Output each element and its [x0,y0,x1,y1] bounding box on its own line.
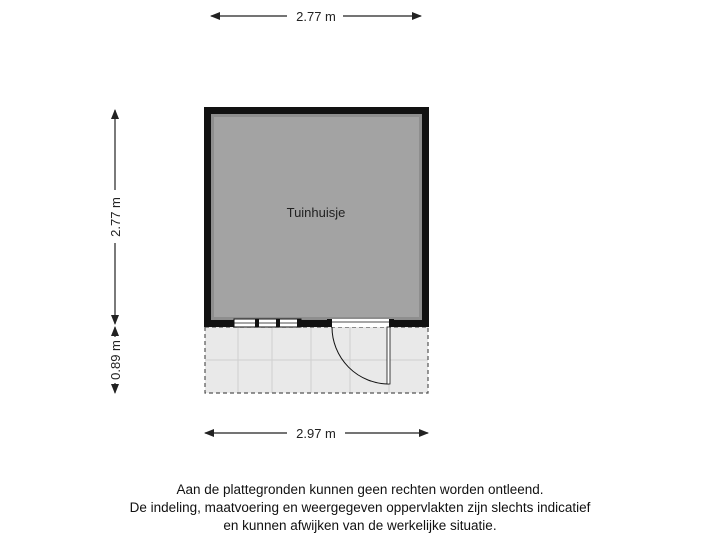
terrace [204,326,429,394]
dimension-left-room-label: 2.77 m [108,197,123,237]
room-tuinhuisje: Tuinhuisje [204,107,429,327]
room-floor [214,117,419,317]
terrace-outline [204,326,429,394]
door-jamb-right [389,319,394,327]
door-opening [327,319,391,327]
dimension-top-label: 2.77 m [296,9,336,24]
dimension-bottom: 2.97 m [204,426,429,441]
door-leaf [386,326,391,385]
window [233,318,302,328]
window-mullion-3 [297,319,301,327]
dimension-bottom-label: 2.97 m [296,426,336,441]
window-mullion-1 [255,319,259,327]
door-swing-arc [331,326,390,385]
door [327,319,394,385]
disclaimer: Aan de plattegronden kunnen geen rechten… [0,481,720,535]
disclaimer-line-2: De indeling, maatvoering en weergegeven … [129,500,591,515]
disclaimer-line-1: Aan de plattegronden kunnen geen rechten… [176,482,544,497]
room-label: Tuinhuisje [287,205,346,220]
floor-plan: 2.77 m 2.77 m 0.89 m Tuinhuisje [108,9,429,441]
door-jamb-left [327,319,332,327]
dimension-top: 2.77 m [210,9,422,24]
disclaimer-line-3: en kunnen afwijken van de werkelijke sit… [223,518,497,533]
window-mullion-2 [276,319,280,327]
dimension-left-terrace: 0.89 m [108,326,123,394]
dimension-left-terrace-label: 0.89 m [108,340,123,380]
dimension-left-room: 2.77 m [108,109,123,325]
